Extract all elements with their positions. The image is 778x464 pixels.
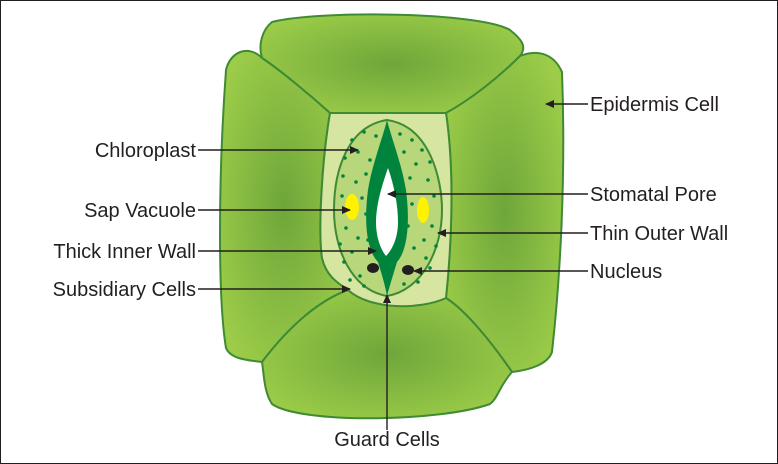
chloroplast-dot <box>422 238 426 242</box>
chloroplast-dot <box>432 194 436 198</box>
chloroplast-dot <box>402 282 406 286</box>
chloroplast-dot <box>420 148 424 152</box>
chloroplasts <box>338 130 438 288</box>
chloroplast-dot <box>368 158 372 162</box>
chloroplast-dot <box>358 274 362 278</box>
chloroplast-dot <box>402 150 406 154</box>
chloroplast-dot <box>340 194 344 198</box>
chloroplast-dot <box>338 242 342 246</box>
sap-vacuole-right <box>417 197 429 223</box>
chloroplast-dot <box>341 174 345 178</box>
chloroplast-dot <box>426 178 430 182</box>
chloroplast-dot <box>366 238 370 242</box>
label-thin-outer-wall: Thin Outer Wall <box>590 223 728 245</box>
chloroplast-dot <box>410 202 414 206</box>
label-subsidiary-cells: Subsidiary Cells <box>53 279 196 301</box>
chloroplast-dot <box>374 134 378 138</box>
chloroplast-dot <box>342 260 346 264</box>
chloroplast-dot <box>356 150 360 154</box>
chloroplast-dot <box>410 138 414 142</box>
chloroplast-dot <box>362 130 366 134</box>
label-stomatal-pore: Stomatal Pore <box>590 184 717 206</box>
label-thick-inner-wall: Thick Inner Wall <box>53 241 196 263</box>
chloroplast-dot <box>430 224 434 228</box>
sap-vacuole-left <box>345 194 359 220</box>
chloroplast-dot <box>414 162 418 166</box>
chloroplast-dot <box>362 284 366 288</box>
chloroplast-dot <box>434 244 438 248</box>
chloroplast-dot <box>348 278 352 282</box>
nucleus-right <box>402 265 414 275</box>
label-chloroplast: Chloroplast <box>95 140 197 162</box>
chloroplast-dot <box>406 224 410 228</box>
chloroplast-dot <box>428 160 432 164</box>
chloroplast-dot <box>424 256 428 260</box>
chloroplast-dot <box>412 246 416 250</box>
chloroplast-dot <box>398 132 402 136</box>
label-nucleus: Nucleus <box>590 261 662 283</box>
chloroplast-dot <box>344 226 348 230</box>
chloroplast-dot <box>408 176 412 180</box>
label-guard-cells: Guard Cells <box>334 429 440 451</box>
chloroplast-dot <box>364 172 368 176</box>
chloroplast-dot <box>354 180 358 184</box>
chloroplast-dot <box>428 266 432 270</box>
label-sap-vacuole: Sap Vacuole <box>84 200 196 222</box>
nucleus-left <box>367 263 379 273</box>
chloroplast-dot <box>343 156 347 160</box>
chloroplast-dot <box>364 212 368 216</box>
label-epidermis-cell: Epidermis Cell <box>590 94 719 116</box>
chloroplast-dot <box>356 236 360 240</box>
chloroplast-dot <box>416 280 420 284</box>
chloroplast-dot <box>360 196 364 200</box>
chloroplast-dot <box>350 138 354 142</box>
